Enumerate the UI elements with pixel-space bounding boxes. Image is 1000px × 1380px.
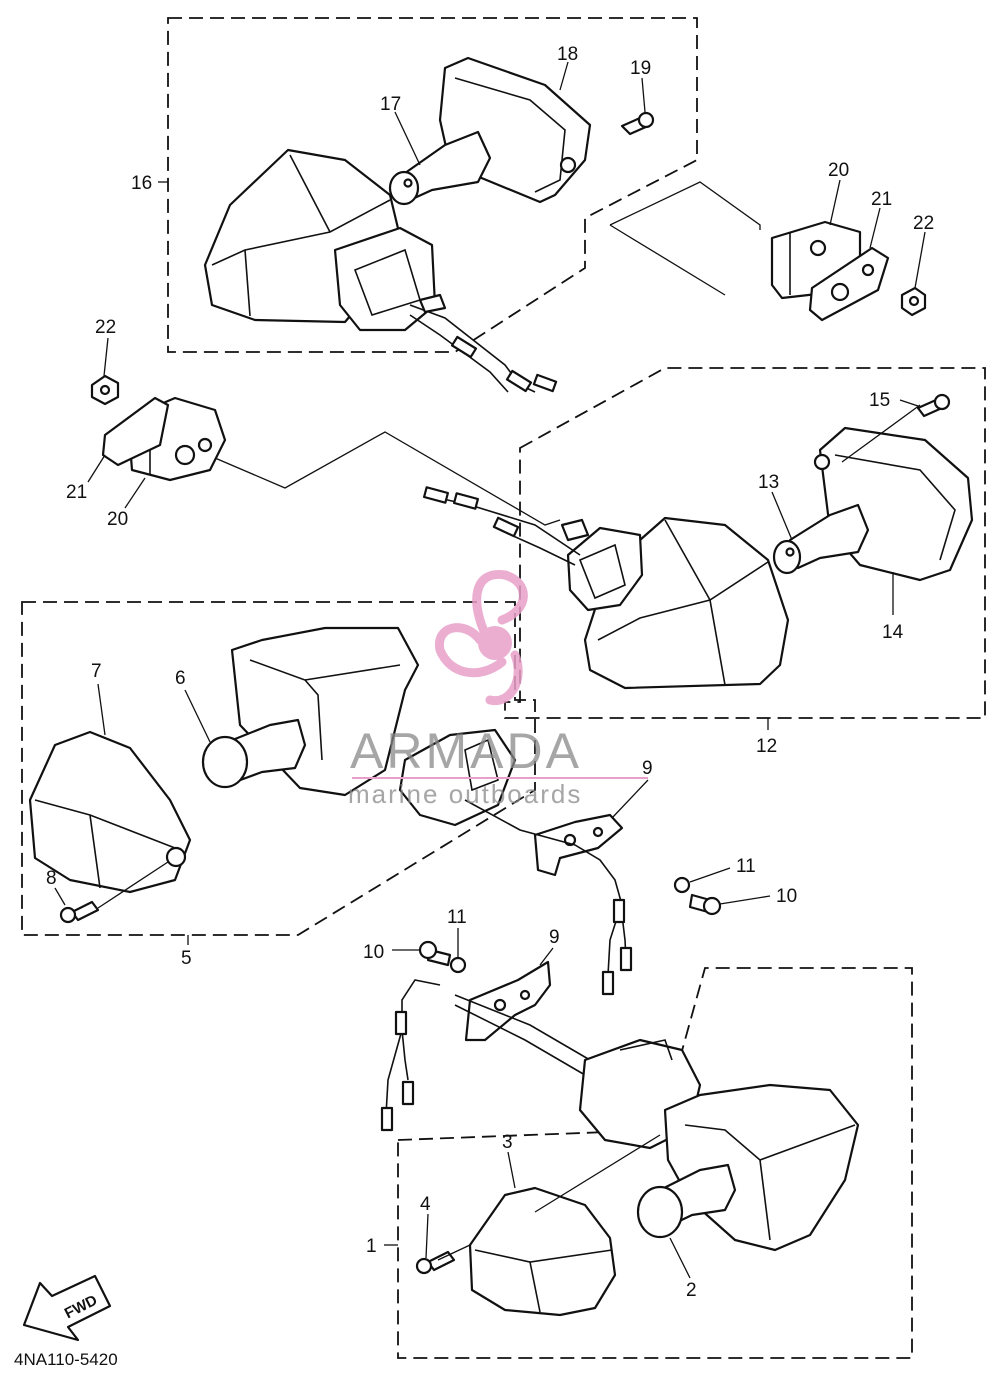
leader-18 [559,61,569,91]
callout-17: 17 [380,94,401,115]
wire-leads-left [464,799,633,996]
callout-6: 6 [175,668,186,689]
screw-4 [415,1250,456,1275]
callout-18: 18 [557,44,578,65]
mount-leader-line-right-2 [609,224,726,296]
callout-22-left: 22 [95,317,116,338]
drawing-code: 4NA110-5420 [14,1350,118,1369]
washer-11-upper [673,876,691,894]
callout-10-upper: 10 [776,886,797,907]
mount-leader-line [214,431,561,526]
stay-9-upper [533,813,624,877]
group-boundary-16 [167,17,698,353]
leader-13 [771,491,793,541]
lens-7 [28,730,192,894]
callout-12: 12 [756,736,777,757]
plate-21-right [808,246,890,322]
washer-11-lower [449,956,467,974]
nut-22-right [900,286,927,317]
callout-9-lower: 9 [549,927,560,948]
wire-leads-upper [409,304,558,393]
callout-5: 5 [181,948,192,969]
callout-20-right: 20 [828,160,849,181]
leader-21l [87,454,106,483]
leader-9l [539,947,554,966]
nut-22-left [90,374,120,406]
leader-20r [829,179,841,226]
leader-4 [425,1213,429,1259]
callout-11-upper: 11 [736,856,756,877]
bulb-6 [201,718,307,789]
bulb-2 [636,1163,737,1239]
leader-20l [124,477,146,509]
callout-3: 3 [502,1132,513,1153]
callout-4: 4 [420,1194,431,1215]
bulb-holder-housing-14 [813,426,974,582]
leader-2 [669,1237,691,1279]
screw-19 [620,111,655,136]
callout-10-lower: 10 [363,942,384,963]
mount-leader-line-right [609,181,761,230]
leader-8 [54,887,66,906]
leader-6 [184,689,211,743]
leader-3b [534,1134,661,1213]
callout-16: 16 [131,173,152,194]
lens-3 [468,1186,617,1317]
plate-21-left [101,396,170,467]
bolt-stud-right [560,518,590,542]
bolt-stud-upper [418,293,447,314]
leader-19 [641,77,646,113]
leader-22r [914,231,926,289]
bulb-13 [772,503,870,575]
leader-15 [899,399,919,407]
leader-21r [869,207,881,249]
watermark-brand: ARMADA [350,723,582,779]
leader-9u [611,779,649,819]
callout-8: 8 [46,868,57,889]
callout-11-lower: 11 [447,907,467,928]
callout-20-left: 20 [107,509,128,530]
callout-19: 19 [630,58,651,79]
forward-arrow-icon: FWD [22,1274,112,1342]
wire-leads-right [422,486,581,566]
screw-15 [916,393,951,418]
callout-13: 13 [758,472,779,493]
bulb-17 [388,130,492,206]
callout-15: 15 [869,390,890,411]
bolt-10-upper [688,893,722,916]
screw-8 [59,900,100,924]
callout-9-upper: 9 [642,758,653,779]
callout-1: 1 [366,1236,377,1257]
callout-21-left: 21 [66,482,87,503]
socket-housing-right [566,526,644,612]
wire-leads-lower [380,979,591,1132]
stay-9-lower [464,960,552,1042]
leader-10u [719,895,771,905]
callout-14: 14 [882,622,904,643]
callout-7: 7 [91,661,102,682]
leader-22l [103,337,109,377]
callout-21-right: 21 [871,189,892,210]
callout-2: 2 [686,1280,697,1301]
watermark-logo: ARMADA marine outboards [348,569,648,809]
propeller-icon [435,569,528,706]
leader-4b [437,1244,471,1261]
bolt-10-lower [418,940,452,967]
leader-8b [97,861,169,909]
group-boundary-12 [504,367,986,719]
leader-11u [689,867,731,883]
leader-15b [841,404,921,463]
leader-17 [394,111,421,166]
housing-lower [663,1083,860,1252]
leader-3 [507,1151,516,1189]
watermark-tagline: marine outboards [348,779,582,809]
leader-7 [97,683,106,736]
callout-22-right: 22 [913,213,934,234]
